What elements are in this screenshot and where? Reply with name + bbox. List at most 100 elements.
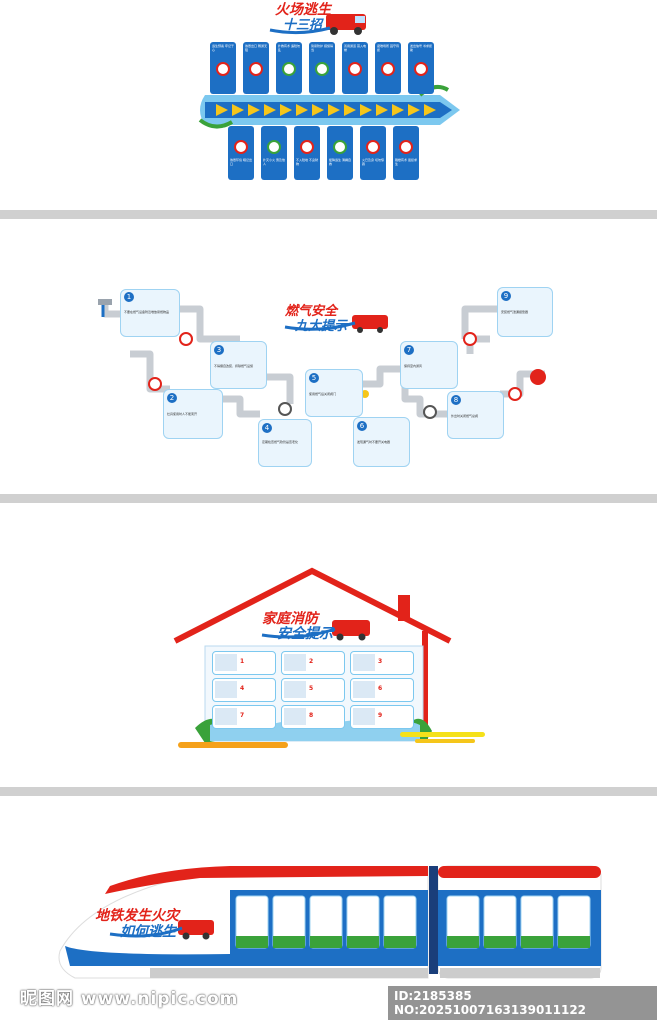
panel3-subtitle: 安全提示 [277, 625, 335, 642]
upper-card-label: 扑救有术 遇险勿乱 [278, 44, 300, 52]
exit-icon [249, 62, 263, 76]
gas-step: 5 使用燃气后关闭阀门 [305, 369, 363, 417]
step-number: 7 [404, 345, 414, 355]
lower-card: 扑灭小火 惠及他人 [261, 126, 287, 180]
panel1-title: 火场逃生 [275, 1, 333, 18]
no-run-icon [366, 140, 380, 154]
watermark-site: 昵图网 www.nipic.com [20, 989, 239, 1009]
gas-step: 3 不得擅自改装、拆除燃气设施 [210, 341, 267, 389]
tip-card: 1 [212, 651, 276, 675]
tip-image [284, 654, 306, 671]
fire-truck-icon [269, 14, 366, 35]
upper-card: 扑救有术 遇险勿乱 [276, 42, 302, 94]
step-number: 1 [124, 292, 134, 302]
gauge-icon [278, 402, 437, 419]
hazard-icon [234, 140, 248, 154]
panel3-title: 家庭消防 [262, 610, 321, 627]
step-number: 8 [451, 395, 461, 405]
lower-card: 不入险地 不贪财物 [294, 126, 320, 180]
no-elevator-icon [348, 62, 362, 76]
gas-step: 9 安装燃气泄漏报警器 [497, 287, 553, 337]
lower-card: 熟悉环境 暗记出口 [228, 126, 254, 180]
fire-truck-icon [109, 920, 214, 940]
tip-card: 2 [281, 651, 345, 675]
step-text: 定期检查燃气软管是否老化 [262, 440, 299, 444]
tip-number: 5 [309, 685, 314, 692]
step-text: 灶具使用时人不能离开 [167, 412, 198, 416]
step-number: 5 [309, 373, 319, 383]
upper-cards: 逃生预案 牢记于心 熟悉出口 畅通无阻 扑救有术 遇险勿乱 简易防护 措施得当 … [0, 0, 657, 210]
gas-step: 1 不要在燃气设备附近堆放易燃物品 [120, 289, 180, 337]
watermark-id: ID:2185385 NO:20251007163139011122 [388, 986, 657, 1020]
gas-step: 7 保持室内通风 [400, 341, 458, 389]
upper-card-label: 熟悉出口 畅通无阻 [245, 44, 267, 52]
panel1-subtitle: 十三招 [283, 17, 324, 33]
lower-card-label: 火已及身 切勿惊跑 [362, 158, 384, 166]
upper-card: 避难场所 固守待援 [375, 42, 401, 94]
faucet-icon [98, 299, 112, 317]
upper-card: 逃生预案 牢记于心 [210, 42, 236, 94]
divider [0, 787, 657, 796]
mask-icon [315, 62, 329, 76]
upper-card: 发出信号 寻求援助 [408, 42, 434, 94]
gas-step: 6 发现漏气时不要开关电器 [353, 417, 410, 467]
step-number: 9 [501, 291, 511, 301]
divider [0, 210, 657, 219]
upper-card-label: 发出信号 寻求援助 [410, 44, 432, 52]
tip-number: 1 [240, 658, 245, 665]
gas-step: 4 定期检查燃气软管是否老化 [258, 419, 312, 467]
tip-card: 3 [350, 651, 414, 675]
valve-icon [148, 332, 546, 401]
tip-card: 9 [350, 705, 414, 729]
step-text: 外出时关闭燃气总阀 [451, 414, 479, 418]
tip-number: 3 [378, 658, 383, 665]
tip-card: 7 [212, 705, 276, 729]
panel-home-fire: 家庭消防 安全提示 1 2 3 4 5 6 7 [0, 503, 657, 787]
upper-card-label: 善用通道 莫入电梯 [344, 44, 366, 52]
step-text: 使用燃气后关闭阀门 [309, 392, 337, 396]
info-panels [235, 895, 591, 949]
tip-card: 4 [212, 678, 276, 702]
panel-subway-fire: 地铁发生火灾 如何逃生 [0, 796, 657, 1024]
step-text: 不得擅自改装、拆除燃气设施 [214, 364, 254, 368]
tip-number: 2 [309, 658, 314, 665]
upper-card-label: 逃生预案 牢记于心 [212, 44, 234, 52]
lower-card-label: 熟悉环境 暗记出口 [230, 158, 252, 166]
panel4-subtitle: 如何逃生 [120, 923, 178, 940]
extinguisher-icon [267, 140, 281, 154]
divider [0, 494, 657, 503]
extinguisher-icon [282, 62, 296, 76]
no-entry-icon [300, 140, 314, 154]
lower-card-label: 缓降逃生 滑绳自救 [329, 158, 351, 166]
tip-image [353, 654, 375, 671]
lower-card-label: 跳楼有术 虽损求生 [395, 158, 417, 166]
tip-card: 5 [281, 678, 345, 702]
arrow-chevrons [216, 104, 436, 116]
tip-number: 7 [240, 712, 245, 719]
tip-image [353, 681, 375, 698]
panel2-title: 燃气安全 [284, 303, 339, 319]
step-number: 4 [262, 423, 272, 433]
tip-image [284, 708, 306, 725]
gas-step: 8 外出时关闭燃气总阀 [447, 391, 504, 439]
lower-card: 火已及身 切勿惊跑 [360, 126, 386, 180]
upper-card: 善用通道 莫入电梯 [342, 42, 368, 94]
panel2-subtitle: 九大提示 [294, 318, 349, 334]
step-number: 6 [357, 421, 367, 431]
step-text: 安装燃气泄漏报警器 [501, 310, 529, 314]
tip-number: 8 [309, 712, 314, 719]
upper-card-label: 简易防护 措施得当 [311, 44, 333, 52]
no-icon [216, 62, 230, 76]
panel4-title: 地铁发生火灾 [95, 907, 181, 924]
upper-card: 熟悉出口 畅通无阻 [243, 42, 269, 94]
step-number: 2 [167, 393, 177, 403]
tip-image [284, 681, 306, 698]
signal-icon [414, 62, 428, 76]
tip-image [353, 708, 375, 725]
upper-card: 简易防护 措施得当 [309, 42, 335, 94]
panel-fire-escape: 火场逃生 十三招 逃生预案 牢记于心 熟悉出口 畅通无阻 扑救有术 遇险勿乱 [0, 0, 657, 210]
lower-card-label: 不入险地 不贪财物 [296, 158, 318, 166]
step-number: 3 [214, 345, 224, 355]
chimney [398, 595, 410, 621]
shelter-icon [381, 62, 395, 76]
